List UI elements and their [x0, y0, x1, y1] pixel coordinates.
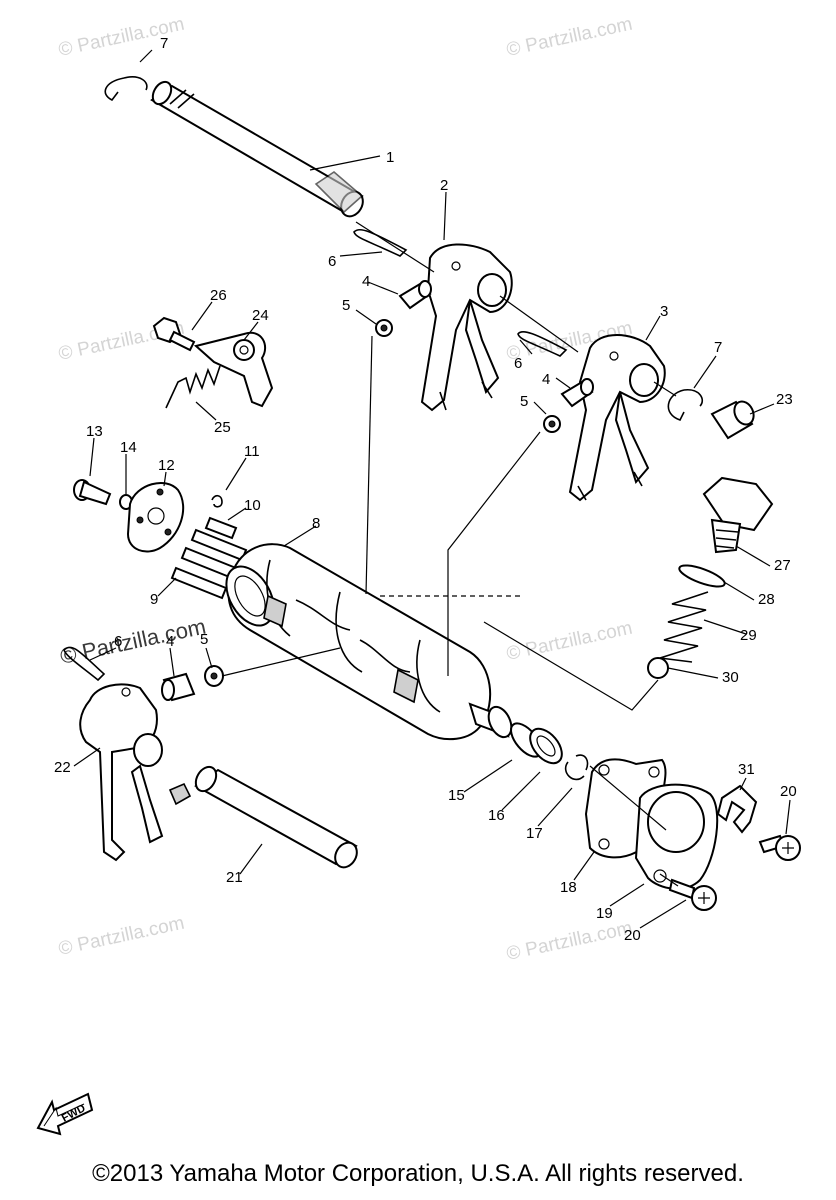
callout-22: 22 [54, 759, 71, 776]
callout-2: 2 [440, 177, 448, 194]
part-6-cotter-pin-lower [63, 646, 106, 682]
part-6-cotter-pin-mid [517, 330, 568, 357]
callout-5: 5 [520, 393, 528, 410]
part-25-spring [165, 365, 221, 409]
part-23-collar [710, 400, 755, 440]
callout-5: 5 [342, 297, 350, 314]
watermark: © Partzilla.com [505, 14, 635, 61]
part-28-washer [678, 564, 726, 588]
callout-26: 26 [210, 287, 227, 304]
callout-3: 3 [660, 303, 668, 320]
callout-7: 7 [714, 339, 722, 356]
callouts: 7 1 2 6 4 5 3 6 4 5 7 23 26 24 25 13 14 … [54, 35, 797, 944]
part-4-guide-pin-lower [161, 672, 196, 702]
callout-4: 4 [362, 273, 370, 290]
reference-lines [221, 221, 679, 887]
part-7-circlip-top [104, 76, 148, 102]
callout-1: 1 [386, 149, 394, 166]
callout-7: 7 [160, 35, 168, 52]
fwd-arrow-icon: FWD [36, 1092, 94, 1136]
part-27-plug-bolt [702, 476, 774, 554]
part-2-shift-fork [420, 243, 513, 412]
watermark: © Partzilla.com [505, 918, 635, 965]
callout-25: 25 [214, 419, 231, 436]
part-11-clip [211, 494, 223, 508]
callout-6: 6 [328, 253, 336, 270]
part-22-shift-fork [79, 683, 192, 862]
callout-10: 10 [244, 497, 261, 514]
callout-21: 21 [226, 869, 243, 886]
callout-4: 4 [542, 371, 550, 388]
callout-8: 8 [312, 515, 320, 532]
part-26-bolt [152, 316, 196, 352]
part-4-guide-pin-right [560, 378, 594, 408]
callout-23: 23 [776, 391, 793, 408]
callout-27: 27 [774, 557, 791, 574]
part-7-circlip-right [667, 389, 704, 421]
callout-15: 15 [448, 787, 465, 804]
callout-20: 20 [624, 927, 641, 944]
watermark: © Partzilla.com [505, 618, 635, 665]
part-3-shift-fork [568, 334, 666, 502]
callout-5: 5 [200, 631, 208, 648]
callout-6: 6 [114, 633, 122, 650]
part-5-roller-right [543, 415, 561, 433]
callout-28: 28 [758, 591, 775, 608]
callout-29: 29 [740, 627, 757, 644]
part-13-screw [73, 479, 112, 506]
callout-18: 18 [560, 879, 577, 896]
part-5-roller-lower [204, 665, 224, 687]
part-8-shift-cam [225, 543, 513, 741]
callout-16: 16 [488, 807, 505, 824]
callout-9: 9 [150, 591, 158, 608]
callout-11: 11 [244, 443, 260, 460]
part-19-cover [634, 783, 719, 890]
callout-12: 12 [158, 457, 175, 474]
part-29-spring [659, 591, 709, 663]
part-12-segment-plate [126, 481, 185, 553]
callout-17: 17 [526, 825, 543, 842]
part-5-roller-upper [375, 319, 393, 337]
copyright-notice: ©2013 Yamaha Motor Corporation, U.S.A. A… [92, 1160, 744, 1187]
part-10-pin [204, 516, 238, 540]
part-1-shift-bar [150, 80, 364, 218]
callout-13: 13 [86, 423, 103, 440]
callout-14: 14 [120, 439, 137, 456]
part-30-ball [647, 657, 669, 679]
callout-20: 20 [780, 783, 797, 800]
callout-19: 19 [596, 905, 613, 922]
watermark-dark: © Partzilla.com [58, 614, 208, 669]
part-17-circlip [564, 754, 589, 781]
part-16-bearing [529, 727, 563, 765]
part-4-guide-pin-upper [398, 280, 432, 310]
callout-31: 31 [738, 761, 755, 778]
callout-30: 30 [722, 669, 739, 686]
part-6-cotter-pin-top [353, 228, 408, 257]
callout-24: 24 [252, 307, 269, 324]
part-20-screw-a [758, 834, 801, 861]
watermark: © Partzilla.com [57, 913, 187, 960]
callout-6: 6 [514, 355, 522, 372]
part-31-clamp [716, 784, 758, 834]
leader-lines [73, 49, 791, 929]
part-21-shift-bar [194, 765, 358, 869]
callout-4: 4 [166, 633, 174, 650]
